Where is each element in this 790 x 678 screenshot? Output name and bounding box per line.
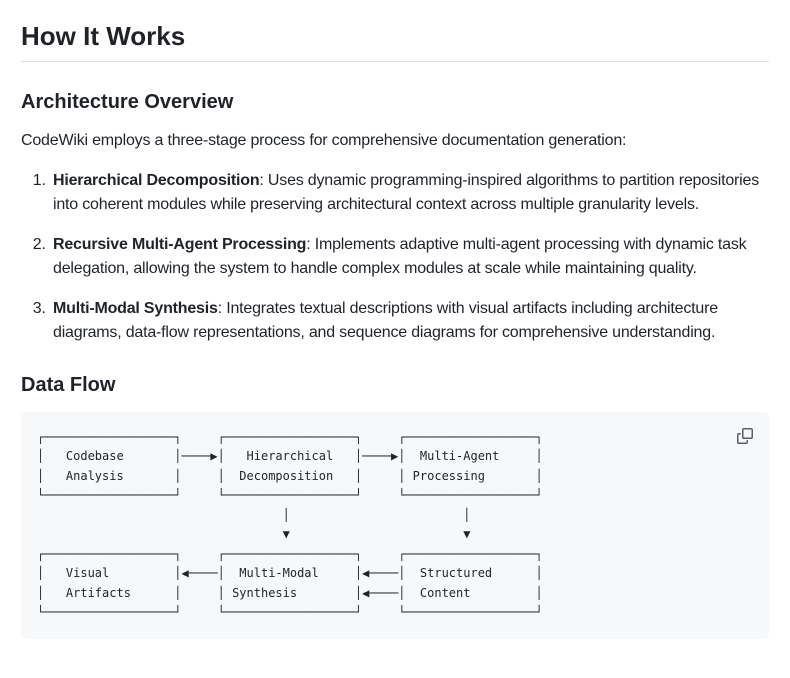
copy-button[interactable]: [733, 424, 757, 448]
code-block: ┌──────────────────┐ ┌──────────────────…: [21, 411, 769, 639]
architecture-overview-heading: Architecture Overview: [21, 90, 234, 113]
step-term: Hierarchical Decomposition: [53, 171, 260, 189]
process-steps-list: Hierarchical Decomposition: Uses dynamic…: [21, 169, 769, 345]
step-term: Multi-Modal Synthesis: [53, 299, 218, 317]
page-title: How It Works: [21, 20, 769, 62]
step-term: Recursive Multi-Agent Processing: [53, 235, 307, 253]
step-description: : Implements adaptive multi-agent proces…: [53, 235, 747, 277]
step-description: : Uses dynamic programming-inspired algo…: [53, 171, 760, 213]
data-flow-section: Data Flow ┌──────────────────┐ ┌────────…: [21, 373, 769, 639]
copy-icon: [737, 427, 753, 444]
process-step-2: Recursive Multi-Agent Processing: Implem…: [50, 233, 769, 281]
intro-paragraph: CodeWiki employs a three-stage process f…: [21, 131, 627, 149]
data-flow-heading: Data Flow: [21, 373, 116, 396]
process-step-1: Hierarchical Decomposition: Uses dynamic…: [50, 169, 769, 217]
ascii-diagram: ┌──────────────────┐ ┌──────────────────…: [21, 411, 769, 639]
architecture-overview-section: Architecture Overview CodeWiki employs a…: [21, 90, 769, 345]
step-description: : Integrates textual descriptions with v…: [53, 299, 718, 341]
document-body: How It Works Architecture Overview CodeW…: [0, 0, 790, 639]
ascii-diagram-text: ┌──────────────────┐ ┌──────────────────…: [37, 429, 543, 620]
process-step-3: Multi-Modal Synthesis: Integrates textua…: [50, 297, 769, 345]
